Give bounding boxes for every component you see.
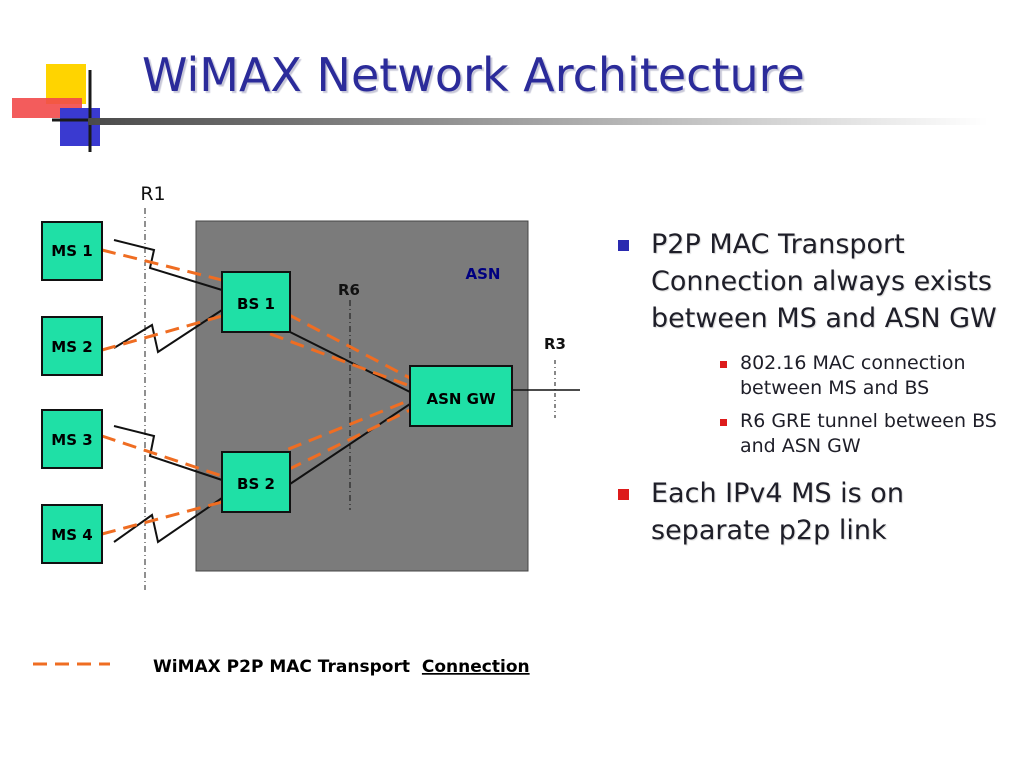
logo-blue-square (60, 108, 100, 146)
asn-label: ASN (466, 265, 501, 283)
radio-link-ms2 (113, 309, 223, 354)
bs-node-1-label: BS 1 (237, 295, 275, 313)
ms-node-1[interactable]: MS 1 (41, 221, 103, 281)
radio-link-ms4 (113, 497, 223, 544)
sub-bullet-square-icon (720, 361, 727, 368)
sub-bullet-1-text: 802.16 MAC connection between MS and BS (740, 352, 966, 399)
ref-r3-label: R3 (544, 335, 566, 353)
bullet-item-1-subitems: 802.16 MAC connection between MS and BS … (618, 351, 1018, 459)
ms-node-2-label: MS 2 (51, 338, 92, 356)
ms-node-3[interactable]: MS 3 (41, 409, 103, 469)
radio-link-ms1 (113, 239, 223, 291)
radio-link-ms3 (113, 425, 223, 481)
sub-bullet-1: 802.16 MAC connection between MS and BS (720, 351, 1000, 401)
sub-bullet-square-icon (720, 419, 727, 426)
slide-logo (12, 64, 140, 152)
ref-r6-label: R6 (338, 281, 360, 299)
bullet-item-2: Each IPv4 MS is on separate p2p link (618, 475, 1018, 549)
asn-gateway-node[interactable]: ASN GW (409, 365, 513, 427)
legend-label: WiMAX P2P MAC Transport Connection (153, 657, 530, 677)
sub-bullet-2: R6 GRE tunnel between BS and ASN GW (720, 409, 1000, 459)
legend-label-emphasis: Connection (422, 657, 530, 677)
bs-node-1[interactable]: BS 1 (221, 271, 291, 333)
bullet-item-1: P2P MAC Transport Connection always exis… (618, 226, 1018, 337)
bullet-item-1-text: P2P MAC Transport Connection always exis… (651, 229, 997, 334)
title-underline (88, 118, 988, 125)
ms-node-1-label: MS 1 (51, 242, 92, 260)
backhaul-bs1 (289, 331, 411, 393)
sub-bullet-2-text: R6 GRE tunnel between BS and ASN GW (740, 410, 997, 457)
slide-title: WiMAX Network Architecture (142, 48, 805, 102)
logo-yellow-square (46, 64, 86, 104)
asn-gateway-label: ASN GW (426, 390, 496, 408)
bs-node-2-label: BS 2 (237, 475, 275, 493)
bullet-square-icon (618, 240, 629, 251)
backhaul-bs2 (289, 403, 411, 485)
ms-node-4[interactable]: MS 4 (41, 504, 103, 564)
ref-r1-label: R1 (140, 183, 165, 205)
ms-node-3-label: MS 3 (51, 431, 92, 449)
bullet-item-2-text: Each IPv4 MS is on separate p2p link (651, 478, 904, 546)
ms-node-2[interactable]: MS 2 (41, 316, 103, 376)
bs-node-2[interactable]: BS 2 (221, 451, 291, 513)
bullet-square-icon (618, 489, 629, 500)
ms-node-4-label: MS 4 (51, 526, 92, 544)
legend-label-main: WiMAX P2P MAC Transport (153, 657, 410, 677)
bullet-list: P2P MAC Transport Connection always exis… (618, 226, 1018, 563)
